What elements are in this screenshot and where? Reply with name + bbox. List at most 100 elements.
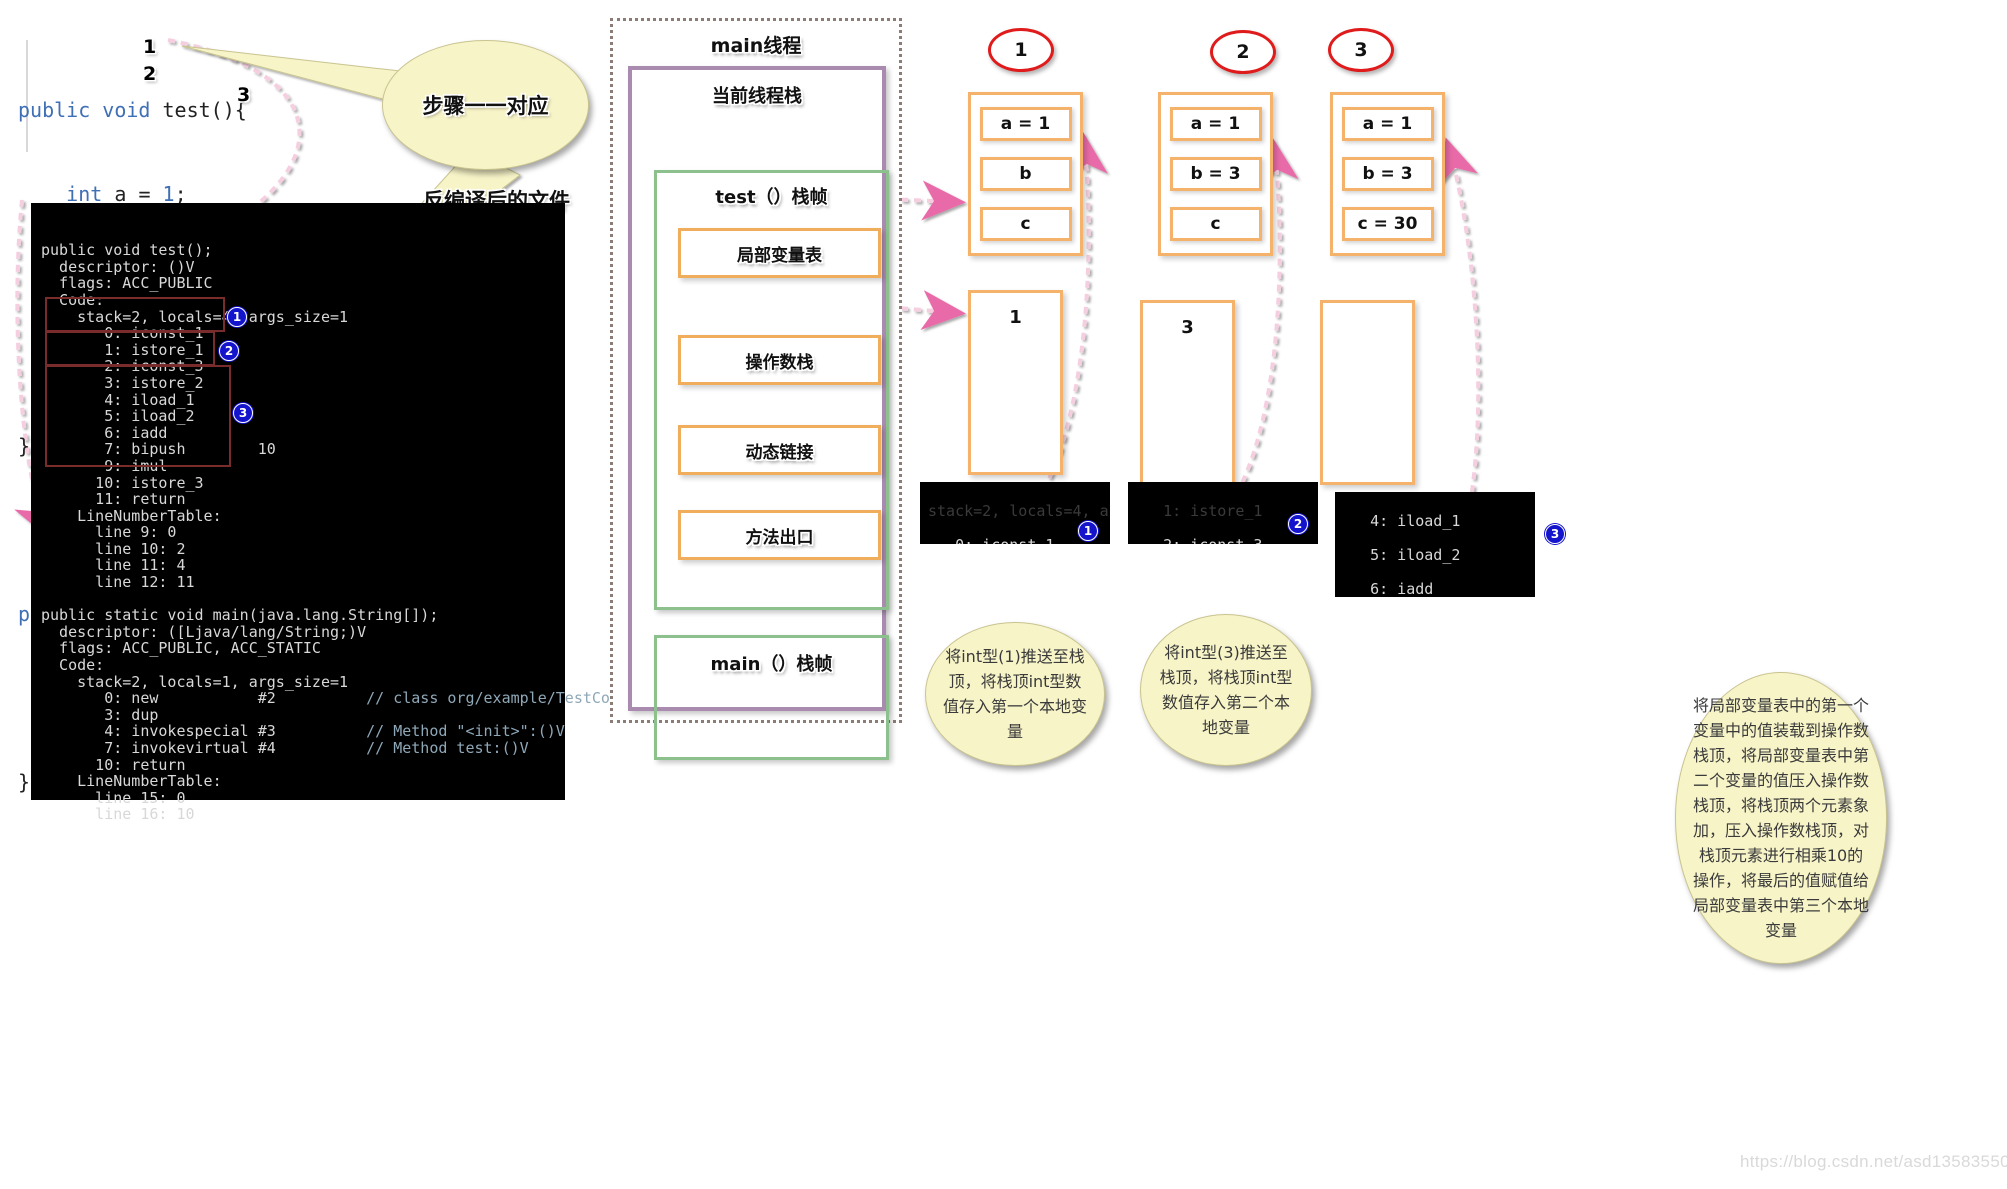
bytecode-badge-2: 2 [219,341,239,361]
terminal-line: 10: istore_3 [41,473,204,492]
terminal-line: public void test(); [41,241,213,260]
terminal-line: 7: bipush 10 [41,440,276,459]
frame-slot-local-var-table: 局部变量表 [678,228,881,278]
local-var-cell: b [979,157,1072,191]
terminal-line: 0: iconst_1 [41,324,204,343]
step-1-operand-stack: 1 [968,290,1063,475]
step-1-snippet-badge: 1 [1078,521,1098,541]
step-circle-2: 2 [1210,30,1276,74]
code-gutter [26,40,28,152]
terminal-line: 3: dup [41,705,159,724]
step-1-explanation-bubble: 将int型(1)推送至栈顶，将栈顶int型数值存入第一个本地变量 [925,622,1105,766]
terminal-line: flags: ACC_PUBLIC, ACC_STATIC [41,639,321,658]
terminal-line: 7: invokevirtual #4 // Method test:()V [41,739,529,757]
step-2-explanation-bubble: 将int型(3)推送至栈顶，将栈顶int型数值存入第二个本地变量 [1140,614,1312,766]
jvm-thread-label: main线程 [710,35,802,57]
terminal-line: 5: iload_2 [41,407,195,426]
terminal-line: line 12: 11 [41,573,195,592]
snippet-line: 4: iload_1 [1343,512,1461,530]
step-2-operand-stack: 3 [1140,300,1235,485]
frame-slot-operand-stack: 操作数栈 [678,335,881,385]
main-method-frame: main（）栈帧 [654,635,889,760]
current-thread-stack: 当前线程栈 test（）栈帧 局部变量表 操作数栈 动态链接 方法出口 main… [628,66,889,760]
snippet-line: 0: iconst_1 [928,537,1102,545]
terminal-line: 4: invokespecial #3 // Method "<init>":(… [41,722,565,741]
local-var-cell: c = 30 [1341,207,1434,241]
slot-label: 方法出口 [745,527,814,548]
source-step-badge-3: 3 [237,84,251,106]
terminal-line: Code: [41,290,105,309]
terminal-line: Code: [41,656,105,675]
terminal-line: line 11: 4 [41,556,186,575]
step-2-bytecode-snippet: 1: istore_1 2: iconst_3 3: istore_2 [1128,482,1318,544]
snippet-dim-line: 1: istore_1 [1136,502,1263,520]
local-var-cell: a = 1 [1169,107,1262,141]
terminal-line: descriptor: ()V [41,257,195,276]
terminal-comment: // class org/example/TestCode [275,689,629,708]
terminal-line: 1: istore_1 [41,340,204,359]
slot-label: 操作数栈 [745,352,814,373]
terminal-line: 6: iadd [41,423,168,442]
terminal-line: 4: iload_1 [41,390,195,409]
operand-stack-value: 3 [1181,317,1194,338]
step-2-snippet-badge: 2 [1288,514,1308,534]
terminal-comment: // Method "<init>":()V [275,722,565,741]
local-var-cell: c [979,207,1072,241]
terminal-line: 11: return [41,490,186,509]
terminal-line: line 10: 2 [41,539,186,558]
step-1-local-var-table: a = 1 b c [968,92,1083,256]
bytecode-badge-1: 1 [227,307,247,327]
bytecode-badge-3: 3 [233,403,253,423]
test-method-frame: test（）栈帧 局部变量表 操作数栈 动态链接 方法出口 [654,170,889,610]
local-var-cell: a = 1 [1341,107,1434,141]
terminal-line: 3: istore_2 [41,373,204,392]
frame-slot-method-return: 方法出口 [678,510,881,560]
step-3-explanation-bubble: 将局部变量表中的第一个变量中的值装载到操作数栈顶，将局部变量表中第二个变量的值压… [1675,672,1887,964]
watermark: https://blog.csdn.net/asd135835502 [1740,1152,2007,1171]
terminal-line: 0: new #2 // class org/example/TestCode [41,689,629,708]
terminal-line: stack=2, locals=1, args_size=1 [41,672,349,691]
terminal-line [31,591,565,608]
source-step-badge-2: 2 [143,63,157,85]
operand-stack-value: 1 [1009,307,1022,328]
terminal-comment: // Method test:()V [275,739,529,757]
local-var-cell: c [1169,207,1262,241]
step-3-local-var-table: a = 1 b = 3 c = 30 [1330,92,1445,256]
terminal-line: line 16: 10 [41,805,195,824]
step-1-explanation-text: 将int型(1)推送至栈顶，将栈顶int型数值存入第一个本地变量 [942,647,1087,741]
source-line: } [18,434,31,458]
local-var-cell: a = 1 [979,107,1072,141]
step-3-snippet-badge: 3 [1545,524,1565,544]
step-circle-1: 1 [988,28,1054,72]
callout-steps-correspond: 步骤一一对应 [382,40,589,170]
snippet-line: 2: iconst_3 [1136,537,1310,545]
step-3-operand-stack [1320,300,1415,485]
terminal-line: 2: iconst_3 [41,357,204,376]
javap-terminal-output: public void test(); descriptor: ()V flag… [31,203,629,822]
main-frame-label: main（）栈帧 [710,654,833,675]
source-line: public void test(){ [18,98,247,122]
thread-stack-label: 当前线程栈 [712,86,802,107]
snippet-line: 6: iadd [1343,580,1434,598]
terminal-line: flags: ACC_PUBLIC [41,274,213,293]
step-2-local-var-table: a = 1 b = 3 c [1158,92,1273,256]
terminal-line: line 15: 0 [41,788,186,807]
step-2-explanation-text: 将int型(3)推送至栈顶，将栈顶int型数值存入第二个本地变量 [1159,643,1293,737]
local-var-cell: b = 3 [1169,157,1262,191]
terminal-line: LineNumberTable: [41,772,222,791]
frame-slot-dynamic-link: 动态链接 [678,425,881,475]
source-line: } [18,770,31,794]
snippet-line: 5: iload_2 [1343,546,1461,564]
test-frame-label: test（）栈帧 [715,187,828,208]
source-line: int a = 1; [66,182,187,206]
step-circle-3: 3 [1328,28,1394,72]
snippet-dim-line: stack=2, locals=4, args_siz [928,502,1110,520]
source-step-badge-1: 1 [143,36,157,58]
terminal-line: line 9: 0 [41,523,177,542]
terminal-line: stack=2, locals=4, args_size=1 [41,307,349,326]
terminal-line: descriptor: ([Ljava/lang/String;)V [41,622,367,641]
callout-steps-correspond-text: 步骤一一对应 [422,94,549,118]
local-var-cell: b = 3 [1341,157,1434,191]
step-3-explanation-text: 将局部变量表中的第一个变量中的值装载到操作数栈顶，将局部变量表中第二个变量的值压… [1692,696,1869,940]
jvm-runtime-panel: main线程 当前线程栈 test（）栈帧 局部变量表 操作数栈 动态链接 方法… [610,18,902,760]
